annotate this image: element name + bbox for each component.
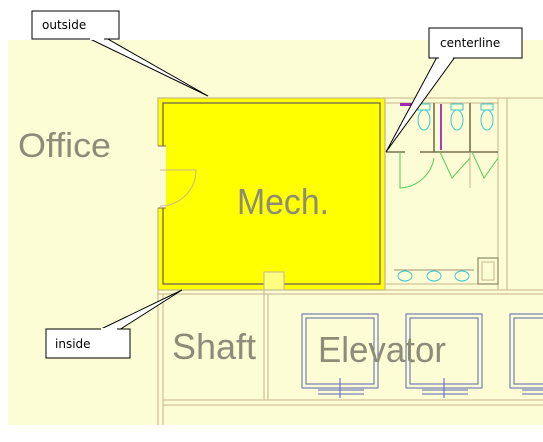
toilet-icon [480, 103, 494, 131]
door-swing-icon [399, 151, 499, 189]
room-label-elevator: Elevator [318, 329, 446, 370]
elevator-cars [301, 313, 543, 398]
sink-icon [397, 270, 470, 282]
room-label-office: Office [18, 127, 111, 165]
callout-inside-label: inside [55, 337, 91, 351]
callout-outside-label: outside [42, 18, 86, 32]
room-label-shaft: Shaft [172, 326, 256, 367]
toilet-icon [450, 103, 464, 131]
door-swing-icon [159, 169, 197, 207]
mech-room [154, 97, 386, 291]
room-label-mech: Mech. [237, 181, 329, 222]
pipe-chase [263, 271, 285, 291]
callout-centerline: centerline [385, 27, 523, 153]
callout-centerline-label: centerline [440, 36, 500, 50]
callout-outside: outside [31, 10, 209, 97]
callout-inside: inside [45, 289, 183, 359]
